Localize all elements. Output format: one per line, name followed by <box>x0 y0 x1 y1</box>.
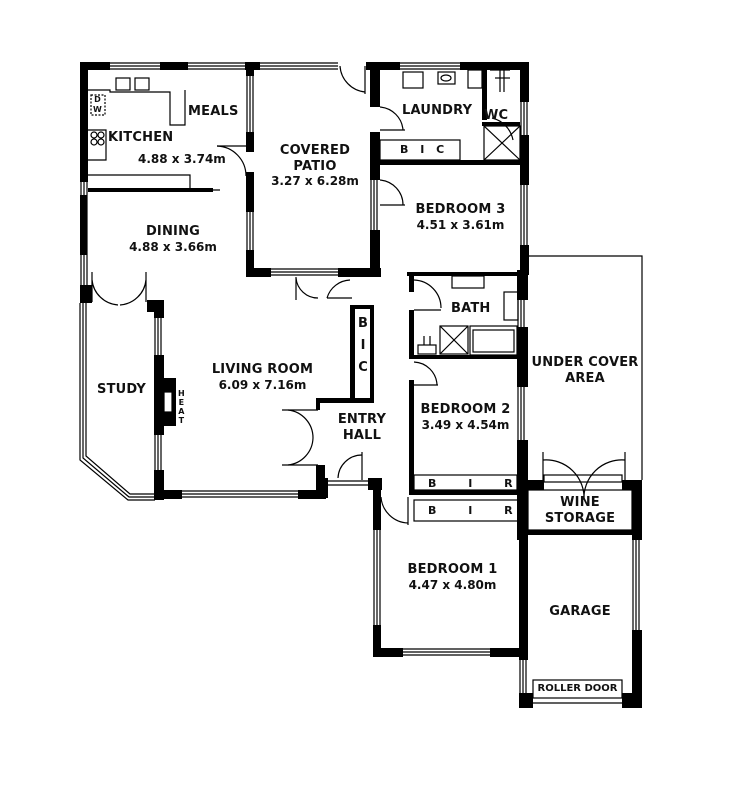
laundry-bic-label: B I C <box>400 143 449 156</box>
room-label-under-cover-line2: AREA <box>565 370 605 386</box>
room-entry-hall: ENTRY HALL <box>332 412 392 443</box>
room-dimensions-bedroom3: 4.51 x 3.61m <box>416 217 505 232</box>
fixtures-and-lines <box>79 62 643 704</box>
dishwasher-letter-w: W <box>93 105 102 114</box>
room-bedroom1: BEDROOM 1 4.47 x 4.80m <box>400 562 505 592</box>
windows <box>79 62 640 693</box>
doors <box>91 65 626 525</box>
room-label-entry-hall-line2: HALL <box>342 427 382 443</box>
room-dimensions-bedroom1: 4.47 x 4.80m <box>408 577 497 592</box>
living-bic-letter-c: C <box>358 360 368 375</box>
room-dimensions-dining: 4.88 x 3.66m <box>129 239 217 254</box>
room-label-under-cover-line1: UNDER COVER <box>531 355 639 370</box>
room-dimensions-living-room: 6.09 x 7.16m <box>218 377 307 392</box>
room-dimensions-covered-patio: 3.27 x 6.28m <box>271 174 359 189</box>
room-living-room: LIVING ROOM 6.09 x 7.16m <box>205 362 320 392</box>
room-label-covered-patio-line1: COVERED <box>279 143 351 158</box>
room-wine-storage: WINE STORAGE <box>528 495 632 526</box>
room-label-garage: GARAGE <box>549 604 611 619</box>
room-label-covered-patio-line2: PATIO <box>293 158 337 174</box>
dishwasher-label: D W <box>93 95 102 115</box>
heater-letter-h: H <box>178 389 185 398</box>
room-label-wine-storage-line2: STORAGE <box>544 510 616 526</box>
room-label-bedroom2: BEDROOM 2 <box>420 402 511 417</box>
room-bedroom3: BEDROOM 3 4.51 x 3.61m <box>408 202 513 232</box>
room-label-laundry: LAUNDRY <box>402 103 473 118</box>
room-under-cover-area: UNDER COVER AREA <box>528 355 642 386</box>
roller-door-label: ROLLER DOOR <box>537 683 618 694</box>
room-label-bath: BATH <box>451 301 491 316</box>
living-bic-letter-i: I <box>360 338 366 353</box>
heater-letter-e: E <box>178 398 185 407</box>
heater-letter-a: A <box>178 407 185 416</box>
heater-letter-t: T <box>178 416 185 425</box>
dishwasher-letter-d: D <box>94 95 101 104</box>
bedroom2-bir-label: B I R <box>428 477 527 490</box>
room-label-wc: WC <box>484 108 509 123</box>
room-label-kitchen: KITCHEN <box>108 130 174 145</box>
kitchen-benches <box>88 77 220 192</box>
heater-label: H E A T <box>178 389 185 425</box>
room-label-bedroom3: BEDROOM 3 <box>415 202 506 217</box>
room-covered-patio: COVERED PATIO 3.27 x 6.28m <box>262 143 368 189</box>
room-label-dining: DINING <box>145 224 201 239</box>
room-label-study: STUDY <box>97 382 147 397</box>
room-dining: DINING 4.88 x 3.66m <box>118 224 228 254</box>
bedroom1-bir-label: B I R <box>428 504 527 517</box>
laundry-fixtures <box>163 69 643 704</box>
walls <box>80 62 642 708</box>
living-bic-letter-b: B <box>358 316 368 331</box>
room-label-living-room: LIVING ROOM <box>211 362 314 377</box>
room-label-entry-hall-line1: ENTRY <box>337 412 387 427</box>
room-dimensions-kitchen: 4.88 x 3.74m <box>138 152 226 166</box>
room-label-wine-storage-line1: WINE <box>560 495 600 510</box>
room-label-bedroom1: BEDROOM 1 <box>407 562 498 577</box>
room-bedroom2: BEDROOM 2 3.49 x 4.54m <box>414 402 517 432</box>
room-label-meals: MEALS <box>188 104 239 119</box>
living-bic-label: B I C <box>357 313 369 379</box>
room-dimensions-bedroom2: 3.49 x 4.54m <box>421 417 510 432</box>
